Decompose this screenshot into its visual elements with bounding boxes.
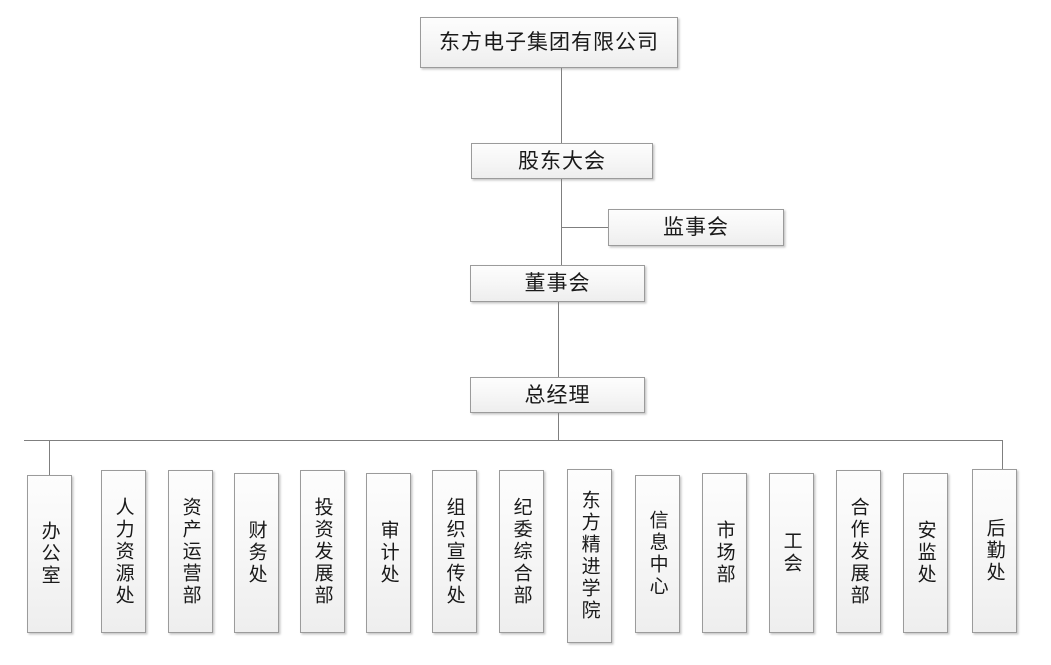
connector-bus-to-first-department (49, 440, 50, 475)
department-box-1[interactable]: 办公室 (27, 475, 72, 633)
department-label-6: 审计处 (377, 520, 400, 586)
department-label-15: 后勤处 (983, 518, 1006, 584)
department-box-9[interactable]: 东方精进学院 (567, 469, 612, 643)
connector-board-to-general-manager (558, 302, 559, 377)
department-label-1: 办公室 (38, 521, 61, 587)
node-company[interactable]: 东方电子集团有限公司 (420, 17, 678, 68)
node-general-manager-label: 总经理 (524, 382, 591, 407)
department-label-4: 财务处 (245, 520, 268, 586)
department-label-9: 东方精进学院 (578, 490, 601, 622)
department-box-13[interactable]: 合作发展部 (836, 470, 881, 633)
department-box-4[interactable]: 财务处 (234, 473, 279, 633)
department-label-12: 工会 (780, 531, 803, 575)
node-general-manager[interactable]: 总经理 (470, 377, 645, 413)
department-label-5: 投资发展部 (311, 496, 334, 607)
department-box-11[interactable]: 市场部 (702, 473, 747, 633)
department-box-7[interactable]: 组织宣传处 (432, 470, 477, 633)
department-label-8: 纪委综合部 (510, 496, 533, 607)
department-box-10[interactable]: 信息中心 (635, 475, 680, 633)
connector-company-to-shareholders (561, 68, 562, 143)
department-label-14: 安监处 (914, 520, 937, 586)
department-label-3: 资产运营部 (179, 496, 202, 607)
department-label-7: 组织宣传处 (443, 496, 466, 607)
connector-department-bus (24, 440, 1003, 441)
connector-bus-to-last-department (1002, 440, 1003, 469)
node-board-of-directors-label: 董事会 (524, 271, 591, 296)
node-shareholders-meeting-label: 股东大会 (518, 148, 606, 173)
connector-shareholders-to-board (561, 179, 562, 265)
department-label-10: 信息中心 (646, 510, 669, 598)
department-box-6[interactable]: 审计处 (366, 473, 411, 633)
department-box-12[interactable]: 工会 (769, 473, 814, 633)
department-box-3[interactable]: 资产运营部 (168, 470, 213, 633)
department-label-2: 人力资源处 (112, 496, 135, 607)
node-company-label: 东方电子集团有限公司 (439, 30, 659, 55)
connector-general-manager-to-bus (558, 413, 559, 441)
node-board-of-supervisors-label: 监事会 (663, 215, 729, 240)
department-box-8[interactable]: 纪委综合部 (499, 470, 544, 633)
connector-trunk-to-supervisors (561, 227, 608, 228)
node-board-of-supervisors[interactable]: 监事会 (608, 209, 784, 246)
department-box-15[interactable]: 后勤处 (972, 469, 1017, 633)
node-board-of-directors[interactable]: 董事会 (470, 265, 645, 302)
node-shareholders-meeting[interactable]: 股东大会 (471, 143, 653, 179)
department-box-5[interactable]: 投资发展部 (300, 470, 345, 633)
department-box-14[interactable]: 安监处 (903, 473, 948, 633)
department-label-11: 市场部 (713, 520, 736, 586)
department-label-13: 合作发展部 (847, 496, 870, 607)
department-box-2[interactable]: 人力资源处 (101, 470, 146, 633)
